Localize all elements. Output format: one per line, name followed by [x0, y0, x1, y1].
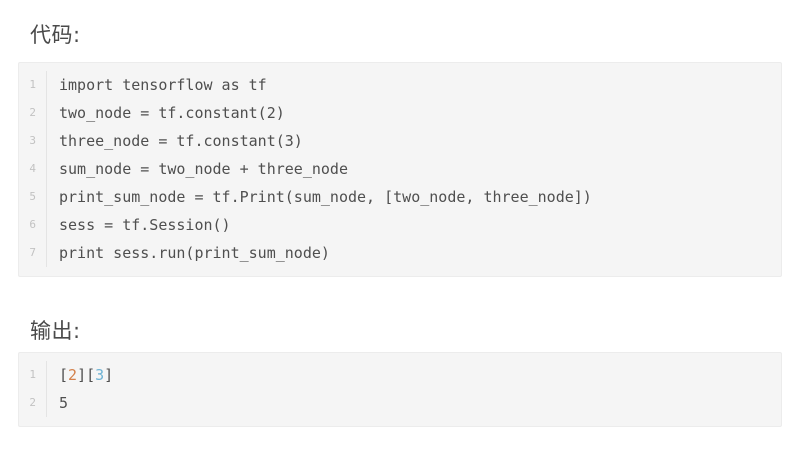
code-line-text: sess = tf.Session() [59, 216, 231, 234]
code-block: 1 import tensorflow as tf 2 two_node = tf.c… [18, 62, 782, 277]
code-line-row: 6 sess = tf.Session() [19, 211, 781, 239]
code-section-heading: 代码: [30, 23, 81, 47]
code-token: ][ [77, 366, 96, 384]
code-line-row: 2 two_node = tf.constant(2) [19, 99, 781, 127]
code-line-text: print sess.run(print_sum_node) [59, 244, 330, 262]
output-line-text: [2][3] [47, 361, 781, 389]
code-line-number: 7 [19, 239, 47, 267]
code-line-text: print_sum_node = tf.Print(sum_node, [two… [59, 188, 592, 206]
code-line-number: 5 [19, 183, 47, 211]
code-line-number: 4 [19, 155, 47, 183]
code-line-number: 6 [19, 211, 47, 239]
code-line-row: 3 three_node = tf.constant(3) [19, 127, 781, 155]
code-line-number: 3 [19, 127, 47, 155]
code-token: 5 [59, 394, 69, 412]
code-token: [ [59, 366, 69, 384]
code-line-text: sum_node = two_node + three_node [59, 160, 348, 178]
code-token: 2 [68, 366, 78, 384]
code-token: ] [104, 366, 114, 384]
code-line-row: 7 print sess.run(print_sum_node) [19, 239, 781, 267]
code-line-row: 4 sum_node = two_node + three_node [19, 155, 781, 183]
code-line-number: 2 [19, 99, 47, 127]
code-line-row: 5 print_sum_node = tf.Print(sum_node, [tw… [19, 183, 781, 211]
output-line-number: 1 [19, 361, 47, 389]
code-token: 3 [95, 366, 105, 384]
code-line-text: two_node = tf.constant(2) [59, 104, 285, 122]
code-line-number: 1 [19, 71, 47, 99]
code-line-list: 1 import tensorflow as tf 2 two_node = tf.c… [19, 63, 781, 276]
code-line-row: 1[2][3] [19, 361, 781, 389]
output-line-number: 2 [19, 389, 47, 417]
code-line-text: import tensorflow as tf [59, 76, 267, 94]
output-line-text: 5 [47, 389, 781, 417]
code-line-text: three_node = tf.constant(3) [59, 132, 303, 150]
output-section-heading: 输出: [30, 319, 81, 343]
code-line-row: 1 import tensorflow as tf [19, 71, 781, 99]
